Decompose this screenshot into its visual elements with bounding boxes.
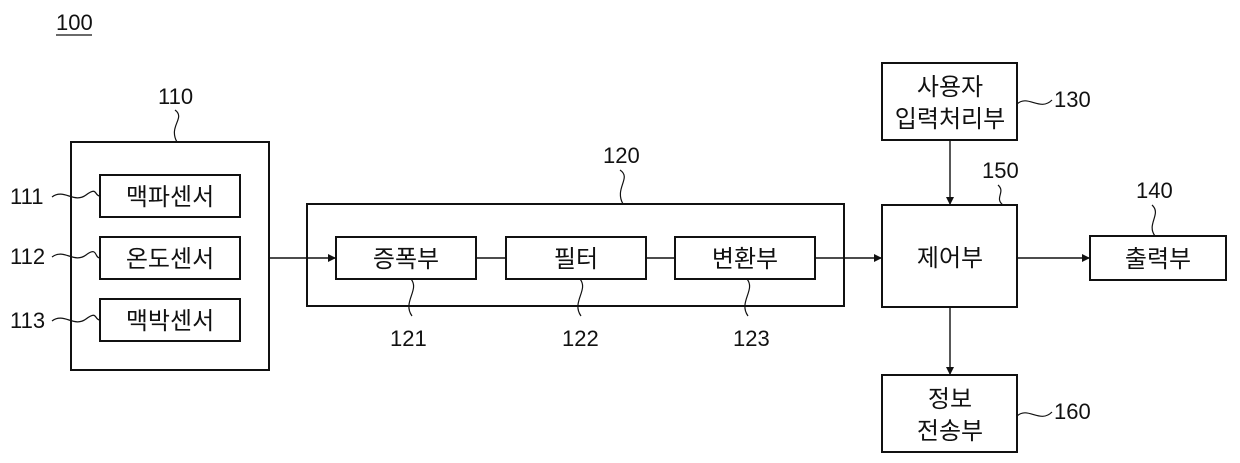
user-input-ref: 130	[1054, 87, 1091, 112]
pulse-rate-sensor-ref: 113	[10, 308, 45, 333]
controller-leader	[998, 185, 1003, 205]
pulse-rate-sensor-label: 맥박센서	[126, 307, 214, 335]
figure-ref: 100	[56, 10, 93, 35]
converter-ref: 123	[733, 326, 770, 351]
amplifier-label: 증폭부	[373, 245, 439, 273]
signal-processor-ref: 120	[603, 143, 640, 168]
user-input-label-line2: 입력처리부	[895, 105, 1005, 133]
info-transmitter-leader	[1017, 412, 1052, 416]
converter-label: 변환부	[712, 245, 778, 273]
pulse-wave-sensor-ref: 111	[10, 184, 43, 209]
controller-ref: 150	[982, 158, 1019, 183]
pulse-wave-sensor-label: 맥파센서	[126, 183, 214, 211]
sensor-group-leader	[174, 110, 178, 142]
output-leader	[1152, 205, 1155, 236]
signal-processor-leader	[620, 170, 624, 204]
output-ref: 140	[1136, 178, 1173, 203]
filter-label: 필터	[554, 245, 598, 273]
temperature-sensor-ref: 112	[10, 244, 45, 269]
controller-label: 제어부	[917, 244, 983, 272]
amplifier-ref: 121	[390, 326, 427, 351]
info-transmitter-label-line1: 정보	[928, 385, 972, 413]
user-input-leader	[1017, 100, 1052, 104]
temperature-sensor-label: 온도센서	[126, 245, 214, 273]
output-label: 출력부	[1125, 245, 1191, 273]
info-transmitter-label-line2: 전송부	[917, 417, 983, 445]
sensor-group-ref: 110	[158, 84, 193, 109]
info-transmitter-ref: 160	[1054, 399, 1091, 424]
user-input-label-line1: 사용자	[917, 73, 983, 101]
filter-ref: 122	[562, 326, 599, 351]
